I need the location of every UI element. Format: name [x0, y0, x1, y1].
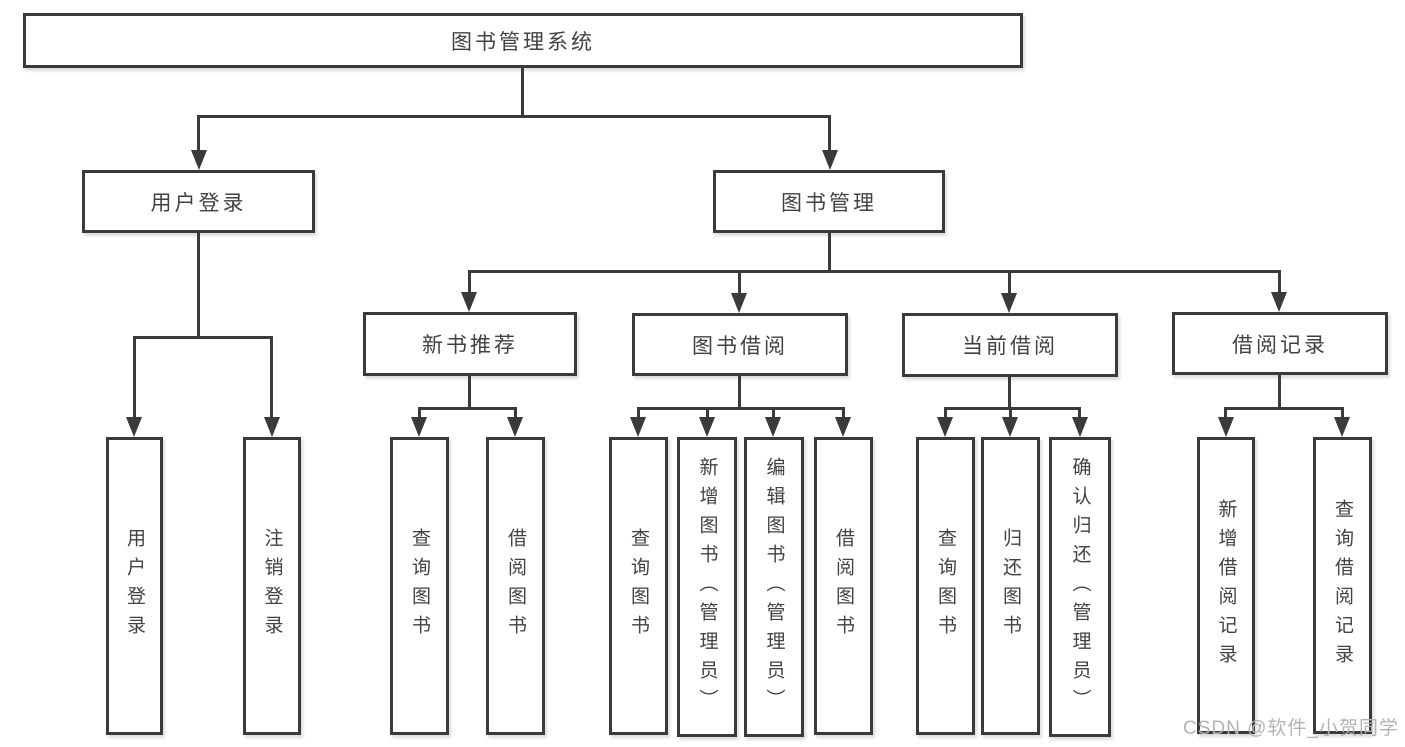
node-book-borrow-label: 图书借阅 [692, 334, 788, 358]
node-user-login-group: 用户登录 [82, 170, 315, 233]
connector-login-stem [197, 233, 200, 339]
leaf-logout-label: 注销登录 [261, 528, 283, 644]
arrowhead-down-icon [937, 417, 953, 437]
connector-drop [1009, 407, 1012, 420]
node-borrow-records: 借阅记录 [1172, 312, 1388, 375]
arrowhead-down-icon [191, 150, 207, 170]
connector-records-stem [1278, 375, 1281, 410]
connector-drop [738, 270, 741, 295]
arrowhead-down-icon [835, 417, 851, 437]
connector-drop [842, 407, 845, 420]
csdn-watermark: CSDN @软件_小贺同学 [1183, 718, 1399, 739]
connector-drop [270, 336, 273, 420]
leaf-borrow-edit-label: 编辑图书（管理员） [763, 456, 785, 718]
connector-current-stem [1008, 377, 1011, 410]
connector-borrow-stem [738, 376, 741, 410]
connector-root-stem [521, 68, 524, 118]
connector-management-stem [828, 233, 831, 273]
leaf-records-add: 新增借阅记录 [1197, 437, 1255, 734]
connector-drop [1078, 407, 1081, 420]
leaf-borrow-query: 查询图书 [609, 437, 668, 735]
connector-root-rail [197, 115, 831, 118]
arrowhead-down-icon [699, 417, 715, 437]
node-borrow-records-label: 借阅记录 [1232, 333, 1328, 357]
connector-current-rail [944, 407, 1081, 410]
leaf-borrow-borrow: 借阅图书 [814, 437, 873, 735]
connector-newbook-stem [468, 376, 471, 410]
arrowhead-down-icon [1271, 292, 1287, 312]
leaf-records-query-label: 查询借阅记录 [1332, 498, 1353, 673]
leaf-borrow-edit: 编辑图书（管理员） [744, 437, 804, 737]
arrowhead-down-icon [822, 150, 838, 170]
leaf-current-query: 查询图书 [916, 437, 975, 735]
node-current-borrow: 当前借阅 [902, 313, 1118, 377]
connector-drop [418, 407, 421, 420]
connector-drop [468, 270, 471, 295]
leaf-current-confirm-label: 确认归还（管理员） [1069, 456, 1091, 718]
connector-drop [706, 407, 709, 420]
connector-drop [197, 115, 200, 153]
connector-drop [1224, 407, 1227, 420]
arrowhead-down-icon [461, 292, 477, 312]
connector-borrow-rail [637, 407, 845, 410]
arrowhead-down-icon [411, 417, 427, 437]
node-current-borrow-label: 当前借阅 [962, 335, 1058, 358]
leaf-newbook-borrow: 借阅图书 [486, 437, 545, 735]
leaf-current-return: 归还图书 [981, 437, 1040, 735]
arrowhead-down-icon [507, 417, 523, 437]
arrowhead-down-icon [264, 417, 280, 437]
leaf-borrow-borrow-label: 借阅图书 [833, 528, 854, 644]
connector-drop [772, 407, 775, 420]
arrowhead-down-icon [731, 293, 747, 313]
leaf-user-login: 用户登录 [106, 437, 163, 735]
node-book-borrow: 图书借阅 [632, 313, 848, 376]
leaf-newbook-query-label: 查询图书 [409, 528, 430, 644]
connector-drop [1341, 407, 1344, 420]
arrowhead-down-icon [1218, 417, 1234, 437]
leaf-records-query: 查询借阅记录 [1313, 437, 1372, 734]
node-user-login-group-label: 用户登录 [150, 191, 247, 215]
leaf-records-add-label: 新增借阅记录 [1215, 498, 1237, 673]
node-book-management-group-label: 图书管理 [781, 191, 877, 215]
connector-drop [637, 407, 640, 420]
node-root-label: 图书管理系统 [451, 30, 595, 54]
arrowhead-down-icon [1001, 293, 1017, 313]
arrowhead-down-icon [765, 417, 781, 437]
leaf-current-confirm: 确认归还（管理员） [1049, 437, 1111, 737]
connector-drop [944, 407, 947, 420]
leaf-current-return-label: 归还图书 [1000, 528, 1021, 644]
leaf-borrow-add: 新增图书（管理员） [677, 437, 737, 737]
connector-login-rail [133, 336, 273, 339]
connector-drop [133, 336, 136, 420]
node-new-book-recommend: 新书推荐 [363, 312, 577, 376]
node-book-management-group: 图书管理 [713, 170, 945, 233]
connector-records-rail [1224, 407, 1344, 410]
connector-drop [1278, 270, 1281, 295]
node-new-book-recommend-label: 新书推荐 [422, 334, 518, 357]
connector-drop [1008, 270, 1011, 295]
connector-newbook-rail [418, 407, 517, 410]
connector-drop [828, 115, 831, 153]
connector-management-rail [468, 270, 1281, 273]
arrowhead-down-icon [630, 417, 646, 437]
leaf-logout: 注销登录 [243, 437, 301, 735]
leaf-newbook-borrow-label: 借阅图书 [505, 528, 526, 644]
leaf-current-query-label: 查询图书 [935, 528, 956, 644]
leaf-user-login-label: 用户登录 [124, 528, 145, 644]
connector-drop [514, 407, 517, 420]
arrowhead-down-icon [1072, 417, 1088, 437]
arrowhead-down-icon [1334, 417, 1350, 437]
leaf-borrow-add-label: 新增图书（管理员） [696, 456, 718, 718]
arrowhead-down-icon [126, 417, 142, 437]
arrowhead-down-icon [1002, 417, 1018, 437]
leaf-newbook-query: 查询图书 [390, 437, 449, 735]
leaf-borrow-query-label: 查询图书 [628, 528, 649, 644]
node-root: 图书管理系统 [23, 13, 1023, 68]
